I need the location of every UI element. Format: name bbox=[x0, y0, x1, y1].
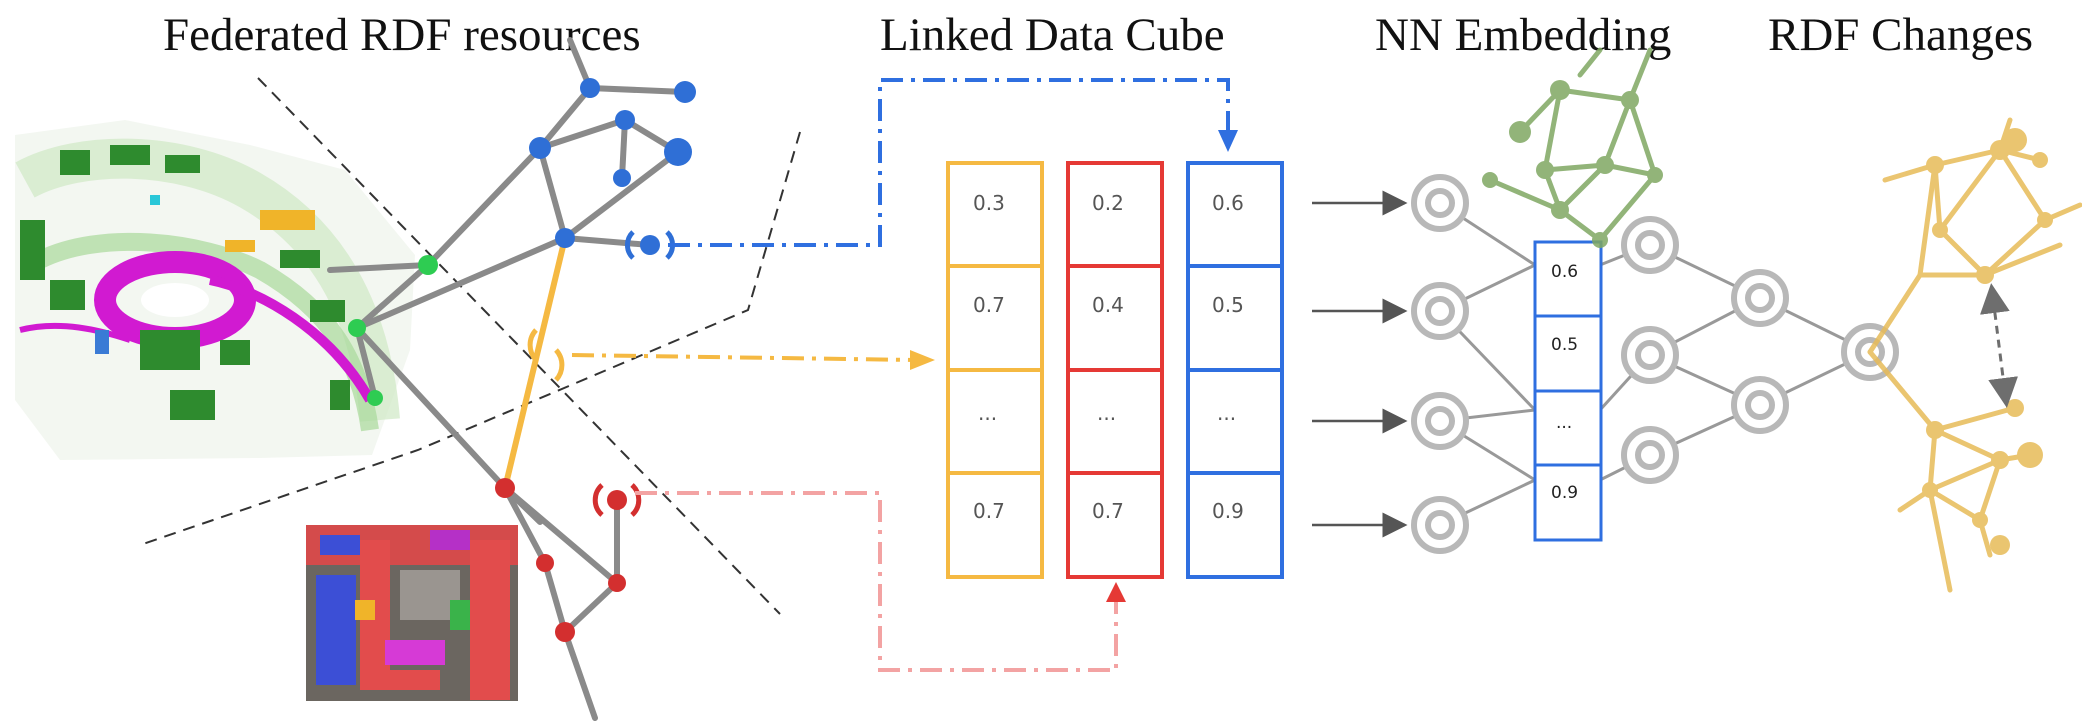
cube-cell: 0.2 bbox=[1092, 191, 1124, 215]
neuron bbox=[1731, 269, 1789, 327]
cube-cell: 0.6 bbox=[1212, 191, 1244, 215]
embedding-graph-green bbox=[1482, 47, 1663, 248]
title-rdf-changes: RDF Changes bbox=[1768, 9, 2034, 61]
embedding-cell: 0.9 bbox=[1551, 483, 1578, 503]
neuron bbox=[1621, 326, 1679, 384]
cube-cell: ... bbox=[1097, 401, 1116, 425]
cube-cell: 0.4 bbox=[1092, 293, 1124, 317]
title-nn-embedding: NN Embedding bbox=[1375, 9, 1672, 61]
partition-lines bbox=[139, 77, 801, 615]
cube-column-red: 0.2 0.4 ... 0.7 bbox=[1066, 161, 1164, 579]
graph-to-cube-connectors bbox=[571, 78, 1230, 672]
neuron bbox=[1411, 496, 1469, 554]
rdf-changes-graphs bbox=[1867, 117, 2082, 593]
federated-rdf-graph bbox=[327, 37, 696, 721]
neuron bbox=[1621, 216, 1679, 274]
neuron bbox=[1411, 282, 1469, 340]
title-linked-data-cube: Linked Data Cube bbox=[880, 9, 1225, 61]
cube-cell: 0.5 bbox=[1212, 293, 1244, 317]
cube-cell: 0.7 bbox=[973, 293, 1005, 317]
cube-cell: 0.7 bbox=[973, 499, 1005, 523]
nn-embedding-vector: 0.6 0.5 ... 0.9 bbox=[1533, 240, 1603, 542]
cube-cell: ... bbox=[978, 401, 997, 425]
cube-cell: 0.7 bbox=[1092, 499, 1124, 523]
cube-cell: ... bbox=[1217, 401, 1236, 425]
cube-column-blue: 0.6 0.5 ... 0.9 bbox=[1186, 161, 1284, 579]
cube-cell: 0.9 bbox=[1212, 499, 1244, 523]
neuron bbox=[1411, 392, 1469, 450]
cube-cell: 0.3 bbox=[973, 191, 1005, 215]
lidar-point-cloud-image bbox=[15, 120, 415, 460]
warehouse-image bbox=[306, 525, 518, 701]
neuron bbox=[1621, 426, 1679, 484]
nn-input-arrows bbox=[1312, 190, 1408, 538]
embedding-cell: ... bbox=[1556, 413, 1572, 433]
title-federated-rdf: Federated RDF resources bbox=[163, 9, 641, 61]
embedding-cell: 0.6 bbox=[1551, 262, 1578, 282]
embedding-cell: 0.5 bbox=[1551, 335, 1578, 355]
neuron bbox=[1731, 376, 1789, 434]
linked-data-cube: 0.3 0.7 ... 0.7 0.2 0.4 ... 0.7 0.6 bbox=[946, 161, 1284, 579]
neuron bbox=[1411, 174, 1469, 232]
cube-column-orange: 0.3 0.7 ... 0.7 bbox=[946, 161, 1044, 579]
